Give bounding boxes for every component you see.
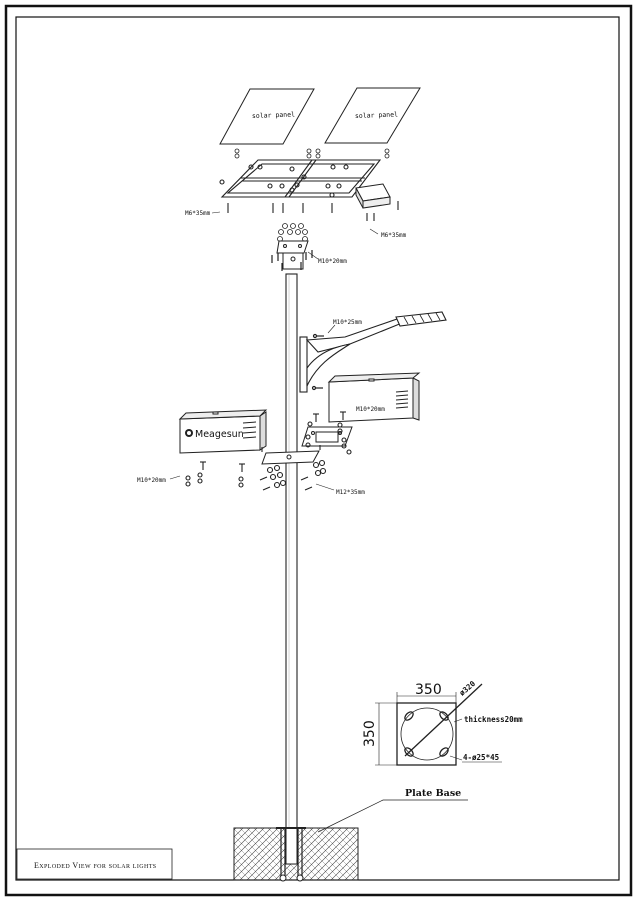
arm-bolts	[311, 333, 324, 391]
bracket-fasteners	[259, 445, 327, 491]
right-bracket-bolts	[305, 411, 352, 455]
frame-screws	[227, 203, 333, 213]
base-plate-width: 350	[415, 682, 442, 698]
panel-mounting-frame	[219, 159, 382, 198]
solar-panel-right: solar panel	[324, 87, 421, 144]
battery-box-left	[178, 409, 268, 454]
brand-logo	[185, 429, 193, 437]
solar-panel-label: solar panel	[355, 110, 398, 120]
controller-box	[355, 183, 391, 209]
label-frame-bolt-right: M6*35mm	[381, 232, 407, 239]
inner-border	[15, 16, 620, 881]
solar-panel-label: solar panel	[252, 110, 295, 120]
plate-base-leader	[317, 799, 468, 833]
panel-bolts	[234, 148, 390, 159]
base-plate-diagonal: ø320	[458, 679, 478, 698]
controller-screws	[366, 201, 399, 221]
lamp-arm	[299, 311, 447, 393]
top-mounting-plate	[276, 240, 309, 270]
right-bracket	[301, 426, 353, 447]
label-arm-bolt: M10*25mm	[333, 319, 362, 326]
caption-box	[16, 848, 173, 880]
label-right-box-bolt: M10*20mm	[356, 406, 385, 413]
base-plate-height: 350	[362, 720, 378, 747]
plate-base-label: Plate Base	[405, 788, 461, 799]
label-left-box-bolt: M10*20mm	[137, 477, 166, 484]
lamp-pole	[285, 273, 298, 865]
left-box-screws	[185, 461, 245, 488]
battery-box-right	[327, 372, 421, 423]
top-plate-bolts	[271, 250, 313, 271]
base-plate-holes: 4-ø25*45	[463, 753, 499, 762]
label-bracket-bolt: M12*35mm	[336, 489, 365, 496]
concrete-foundation	[233, 827, 359, 882]
top-nuts	[277, 223, 308, 242]
brand-name: Meagesun	[195, 429, 244, 440]
outer-border	[4, 4, 633, 897]
base-plate-detail	[375, 683, 502, 766]
label-top-plate-bolt: M10*20mm	[318, 258, 347, 265]
caption-text: Exploded View for solar lights	[34, 861, 157, 870]
solar-panel-left: solar panel	[219, 88, 315, 145]
label-frame-bolt-left: M6*35mm	[185, 210, 211, 217]
base-plate-thickness: thickness20mm	[464, 715, 523, 724]
left-bracket	[261, 450, 320, 465]
